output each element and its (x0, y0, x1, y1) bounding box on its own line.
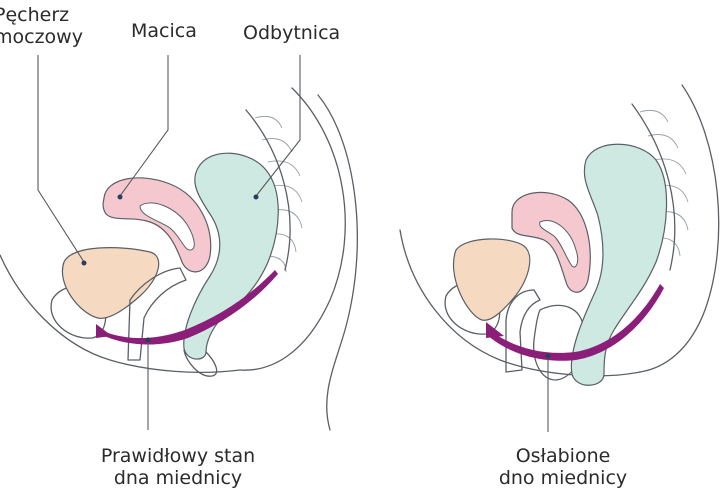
bladder-label-line2: moczowy (0, 26, 83, 48)
perineal-body-right (533, 304, 585, 381)
uterus-cavity (139, 202, 195, 251)
weak-floor-label: Osłabione dno miednicy (488, 445, 638, 489)
body-outline-back-right (639, 84, 720, 373)
bladder-label: Pęcherz moczowy (0, 4, 83, 48)
normal-floor-label: Prawidłowy stan dna miednicy (78, 445, 278, 489)
body-outline-far-back (317, 94, 358, 431)
weak-floor-label-line2: dno miednicy (498, 467, 628, 489)
uterus (102, 177, 212, 273)
rectum (183, 152, 279, 360)
weak-floor-label-line1: Osłabione (515, 445, 611, 467)
uterus-right (511, 191, 591, 293)
uterus-label: Macica (131, 20, 197, 42)
uterus-leader (119, 55, 169, 197)
bladder (61, 247, 160, 319)
vagina (127, 267, 187, 361)
anal-canal (183, 349, 218, 377)
rectum-label: Odbytnica (243, 22, 341, 44)
normal-pelvis (0, 55, 358, 431)
normal-floor-label-line2: dna miednicy (113, 467, 243, 489)
weak-pelvis (399, 84, 720, 432)
bladder-right (452, 238, 531, 321)
pelvic-floor-normal (96, 270, 278, 345)
bladder-leader (37, 55, 85, 263)
normal-floor-label-line1: Prawidłowy stan (100, 445, 256, 467)
body-outline-back (239, 87, 346, 371)
vagina-right (505, 289, 541, 373)
uterus-cavity-right (539, 220, 579, 268)
bladder-label-line1: Pęcherz (0, 4, 70, 26)
rectum-leader (255, 55, 301, 197)
rectum-right (570, 143, 668, 386)
